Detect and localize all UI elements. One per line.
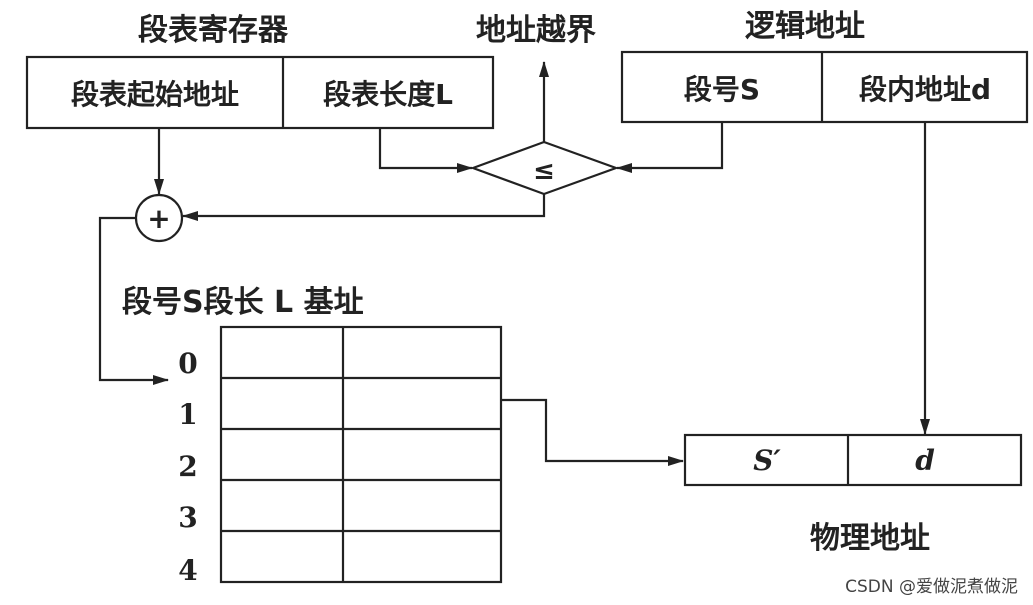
physical-segment: S′ — [753, 444, 781, 477]
row-number: 4 — [178, 554, 197, 587]
compare-symbol: ≤ — [533, 156, 555, 186]
register-start-address: 段表起始地址 — [71, 78, 239, 111]
logical-offset: 段内地址d — [859, 73, 991, 106]
physical-offset: d — [915, 444, 935, 477]
watermark: CSDN @爱做泥煮做泥 — [845, 577, 1018, 597]
physical-address-box: S′ d — [683, 433, 1023, 487]
logical-address-title: 逻辑地址 — [745, 9, 865, 44]
row-number: 3 — [178, 501, 197, 534]
out-of-bounds-label: 地址越界 — [476, 13, 596, 48]
base-to-physical-arrow — [501, 398, 684, 466]
comparator-to-adder-arrow — [182, 194, 546, 221]
logical-address-box: 段号S 段内地址d — [620, 50, 1029, 124]
segment-no-to-comparator-arrow — [616, 122, 724, 173]
adder-to-table-arrow — [98, 216, 169, 385]
segment-register-title: 段表寄存器 — [138, 13, 289, 48]
segment-table — [219, 325, 503, 584]
comparator: ≤ — [469, 140, 620, 196]
length-to-comparator-arrow — [378, 128, 473, 173]
segment-register-box: 段表起始地址 段表长度L — [25, 55, 495, 130]
register-length: 段表长度L — [323, 78, 453, 111]
row-numbers: 0 1 2 3 4 — [178, 347, 197, 587]
row-number: 0 — [178, 347, 197, 380]
row-number: 2 — [178, 450, 197, 483]
physical-address-title: 物理地址 — [810, 521, 930, 556]
add-symbol: + — [147, 202, 170, 235]
adder: + — [134, 193, 184, 243]
segment-table-header: 段号S段长 L 基址 — [122, 285, 364, 320]
logical-segment-number: 段号S — [684, 73, 760, 106]
row-number: 1 — [178, 398, 197, 431]
